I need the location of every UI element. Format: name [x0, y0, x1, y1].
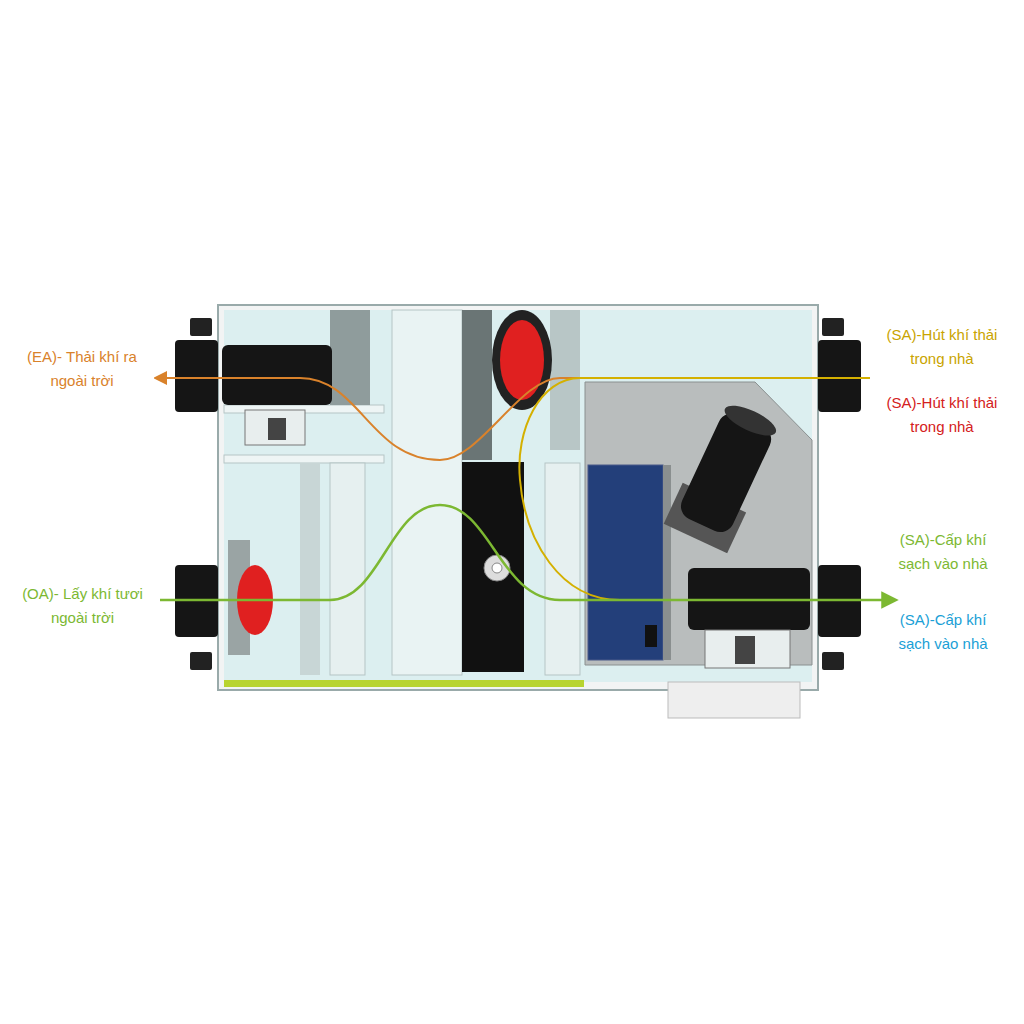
compressor-bay	[585, 382, 812, 665]
housing	[218, 305, 818, 690]
control-box	[668, 682, 800, 718]
exhaust-flow	[160, 378, 870, 460]
flow-label: (SA)-Hút khí thải trong nhà	[872, 391, 1012, 439]
flow-label: (SA)-Hút khí thải trong nhà	[872, 323, 1012, 371]
flow-label: (SA)-Cấp khí sạch vào nhà	[886, 608, 1000, 656]
compressor	[664, 397, 787, 553]
supply-flow	[160, 505, 890, 600]
return-flow	[519, 378, 870, 600]
base-rail	[224, 680, 584, 687]
coil	[588, 465, 663, 660]
fan	[222, 345, 810, 668]
flow-label: (OA)- Lấy khí tươi ngoài trời	[8, 582, 157, 630]
core-side	[462, 462, 524, 672]
core-side	[462, 310, 492, 460]
flow-label: (EA)- Thải khí ra ngoài trời	[10, 345, 154, 393]
heat-exchanger	[392, 310, 462, 675]
duct-collar	[175, 340, 861, 637]
flow-label: (SA)-Cấp khí sạch vào nhà	[886, 528, 1000, 576]
